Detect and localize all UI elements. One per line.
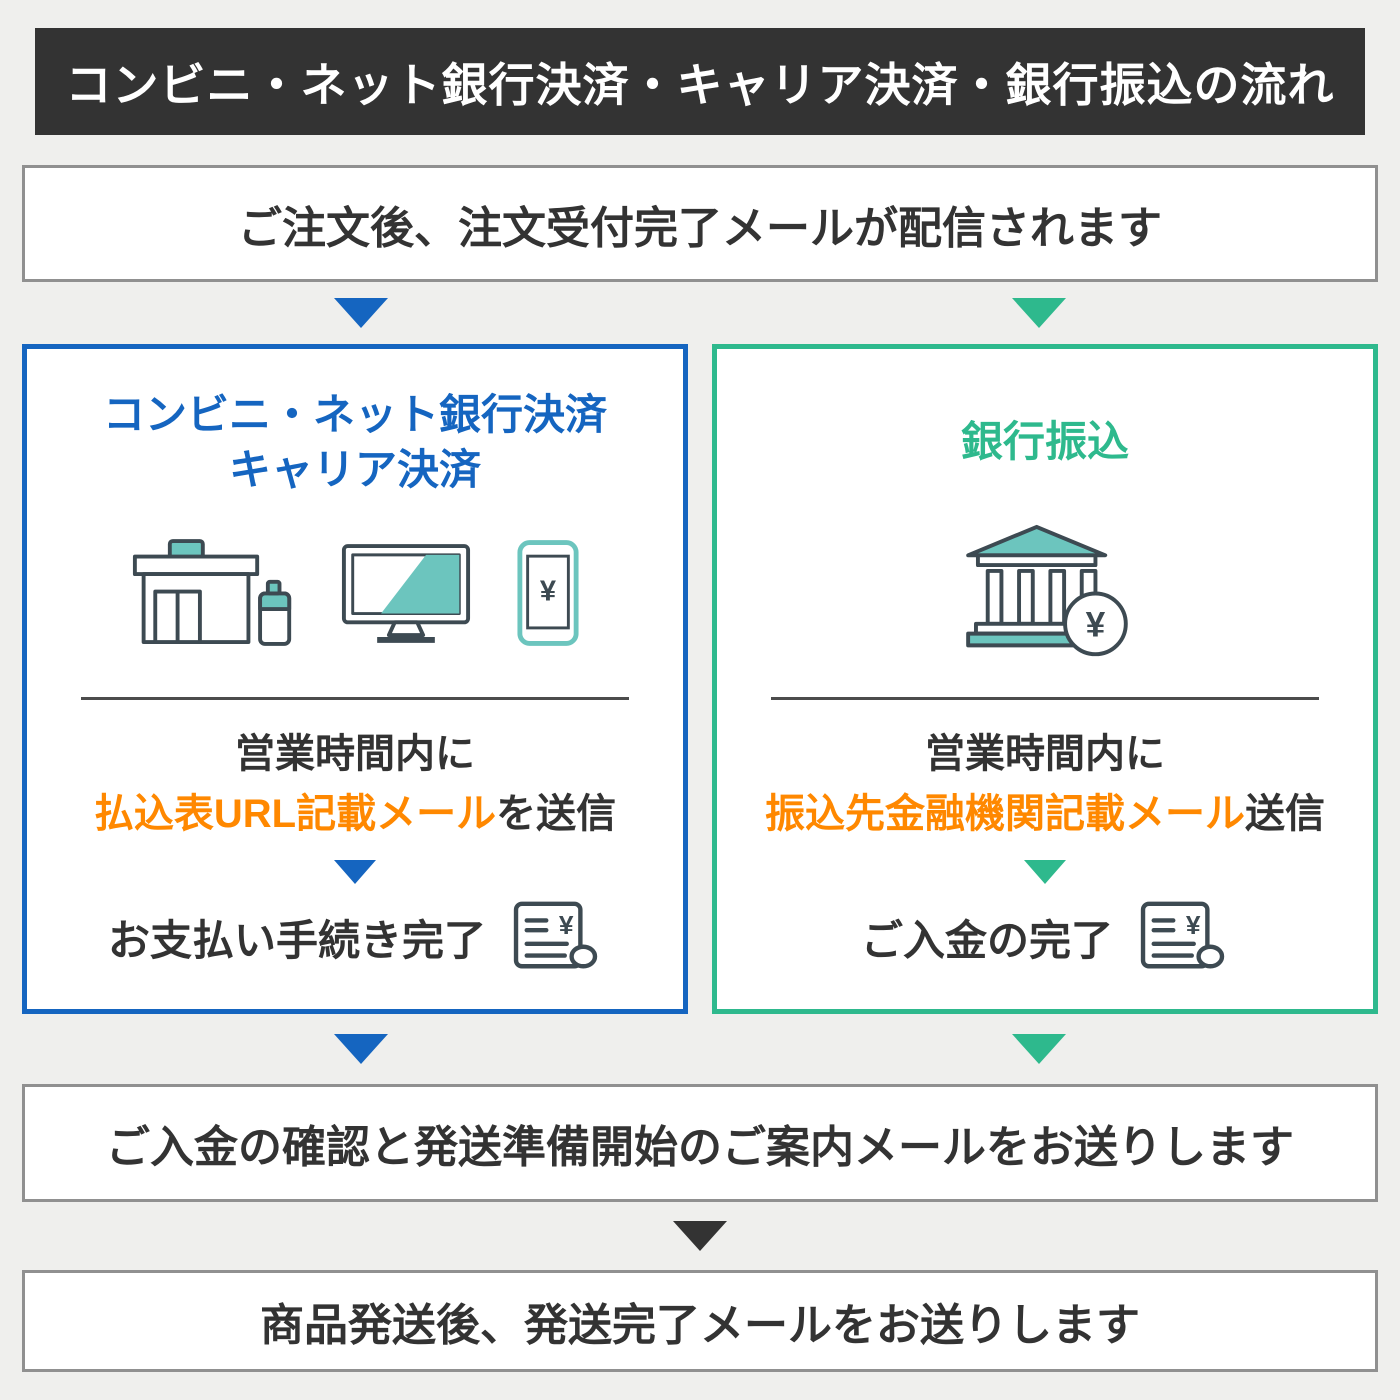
convenience-notice-highlight: 払込表URL記載メール <box>93 792 497 836</box>
bank-notice-line2: 振込先金融機関記載メール送信 <box>765 784 1325 844</box>
receipt-icon: ¥ <box>1140 901 1225 969</box>
yen-symbol: ¥ <box>1085 606 1105 645</box>
step-payment-confirmation-text: ご入金の確認と発送準備開始のご案内メールをお送りします <box>106 1123 1294 1172</box>
page-title-text: コンビニ・ネット銀行決済・キャリア決済・銀行振込の流れ <box>65 58 1335 111</box>
split-arrow-right-cell <box>700 1034 1378 1064</box>
arrow-down-blue-icon <box>334 298 388 328</box>
panel-bank-transfer: 銀行振込 ¥ <box>712 344 1378 1014</box>
convenience-notice: 営業時間内に 払込表URL記載メールを送信 <box>94 724 616 844</box>
arrow-down-dark-icon <box>673 1221 727 1251</box>
bank-notice-line1: 営業時間内に <box>925 732 1165 776</box>
convenience-notice-line1: 営業時間内に <box>235 732 475 776</box>
yen-symbol: ¥ <box>1186 910 1201 940</box>
arrow-down-green-small-icon <box>1024 860 1066 884</box>
bank-notice-highlight: 振込先金融機関記載メール <box>765 792 1245 836</box>
smartphone-icon: ¥ <box>516 540 579 646</box>
panel-convenience-title-line2: キャリア決済 <box>228 446 481 493</box>
bank-notice-suffix: 送信 <box>1245 792 1325 836</box>
panel-bank-transfer-title: 銀行振込 <box>961 383 1129 501</box>
arrow-down-green-icon <box>1012 1034 1066 1064</box>
yen-symbol: ¥ <box>539 576 556 608</box>
convenience-icon-row: ¥ <box>131 509 580 677</box>
yen-symbol: ¥ <box>559 910 574 940</box>
panel-divider <box>771 697 1319 700</box>
step-shipping-complete-text: 商品発送後、発送完了メールをお送りします <box>260 1301 1140 1350</box>
arrow-down-blue-icon <box>334 1034 388 1064</box>
bank-icon-row: ¥ <box>958 509 1133 677</box>
split-arrow-row-bottom <box>22 1014 1378 1084</box>
receipt-icon: ¥ <box>513 901 598 969</box>
deposit-complete-label: ご入金の完了 <box>860 916 1113 964</box>
bank-notice: 営業時間内に 振込先金融機関記載メール送信 <box>765 724 1325 844</box>
arrow-down-blue-small-icon <box>334 860 376 884</box>
panel-bank-title-text: 銀行振込 <box>960 418 1129 466</box>
payment-complete-label: お支払い手続き完了 <box>107 916 486 964</box>
panel-convenience-carrier: コンビニ・ネット銀行決済 キャリア決済 <box>22 344 688 1014</box>
split-arrow-left-cell <box>22 1034 700 1064</box>
split-arrow-right-cell <box>700 298 1378 328</box>
split-arrow-left-cell <box>22 298 700 328</box>
deposit-complete-row: ご入金の完了 ¥ <box>861 898 1229 976</box>
panel-divider <box>81 697 629 700</box>
convenience-notice-line2: 払込表URL記載メールを送信 <box>94 784 616 844</box>
center-arrow-row <box>22 1202 1378 1270</box>
bank-icon: ¥ <box>965 524 1128 657</box>
panel-convenience-carrier-title: コンビニ・ネット銀行決済 キャリア決済 <box>103 383 607 501</box>
convenience-store-icon <box>132 539 291 646</box>
payment-complete-row: お支払い手続き完了 ¥ <box>108 898 602 976</box>
arrow-down-green-icon <box>1012 298 1066 328</box>
step-shipping-complete: 商品発送後、発送完了メールをお送りします <box>22 1270 1378 1372</box>
step-order-received-text: ご注文後、注文受付完了メールが配信されます <box>238 203 1162 253</box>
page-title: コンビニ・ネット銀行決済・キャリア決済・銀行振込の流れ <box>35 28 1365 135</box>
payment-method-panels: コンビニ・ネット銀行決済 キャリア決済 <box>22 344 1378 1014</box>
panel-convenience-title-line1: コンビニ・ネット銀行決済 <box>102 390 607 438</box>
computer-icon <box>341 543 470 643</box>
step-order-received: ご注文後、注文受付完了メールが配信されます <box>22 165 1378 282</box>
convenience-notice-suffix: を送信 <box>496 792 617 836</box>
step-payment-confirmation: ご入金の確認と発送準備開始のご案内メールをお送りします <box>22 1084 1378 1202</box>
split-arrow-row-top <box>22 282 1378 344</box>
